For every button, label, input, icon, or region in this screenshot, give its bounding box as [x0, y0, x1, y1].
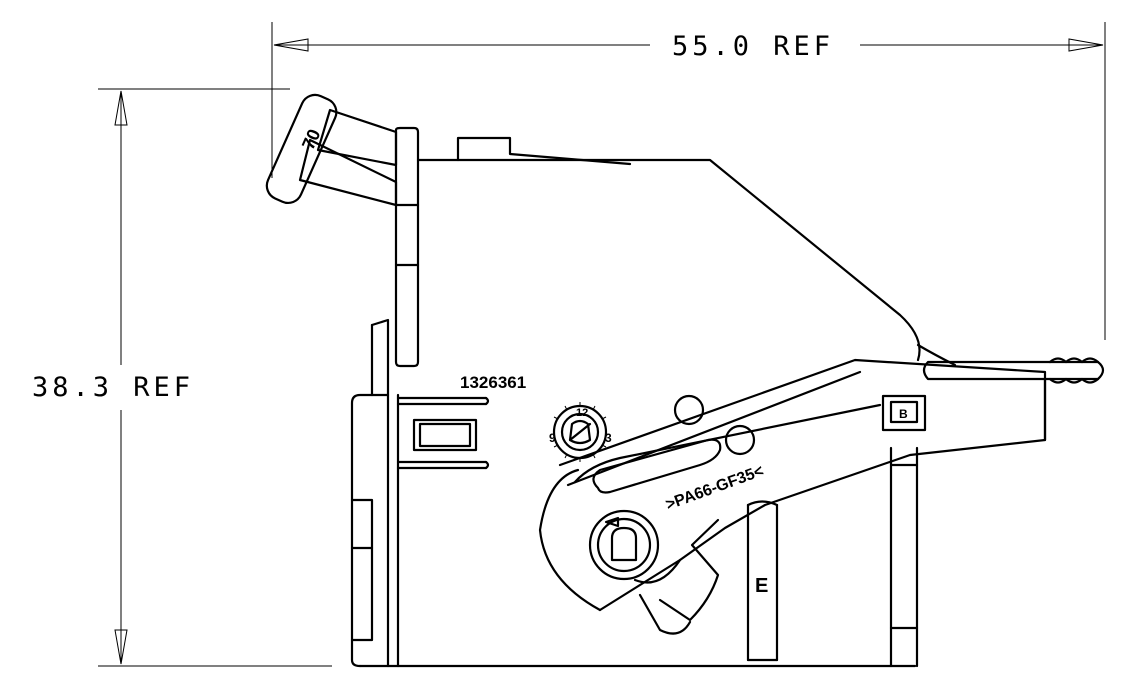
left-window	[396, 396, 490, 470]
width-dimension: 55.0 REF	[271, 22, 1106, 340]
right-column: B	[881, 394, 927, 668]
letter-e-marking: E	[755, 575, 768, 597]
date-wheel-3: 3	[605, 431, 612, 445]
date-wheel-12: 12	[576, 407, 588, 419]
width-dimension-label: 55.0 REF	[672, 31, 834, 62]
height-dimension: 38.3 REF	[32, 88, 332, 667]
left-plates	[350, 126, 420, 668]
height-dimension-label: 38.3 REF	[32, 372, 194, 403]
part-number: 1326361	[460, 373, 526, 392]
small-box-letter: B	[899, 407, 908, 421]
date-wheel: 12 3 9	[549, 402, 612, 462]
housing-body	[358, 136, 957, 668]
numbered-tab: 70	[265, 93, 398, 207]
rotary-cam	[538, 468, 720, 635]
lever-arm: >PA66-GF35<	[558, 357, 1105, 612]
date-wheel-9: 9	[549, 431, 556, 445]
